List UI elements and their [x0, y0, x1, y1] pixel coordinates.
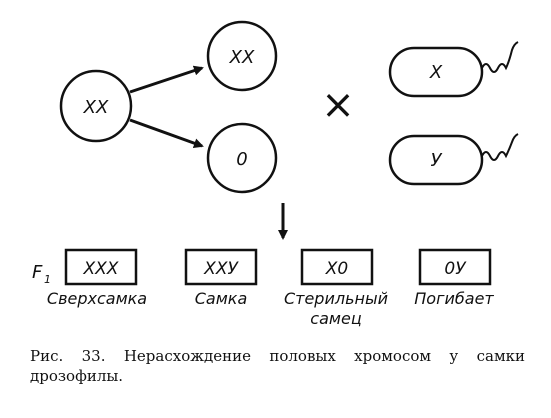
generation-label: F — [32, 262, 43, 283]
figure-caption: Рис. 33. Нерасхождение половых хромосом … — [30, 347, 525, 385]
cross-symbol: × — [321, 82, 355, 128]
offspring-label-xxy: Самка — [195, 289, 248, 308]
sperm-y-genotype: У — [431, 150, 443, 171]
offspring-box-x0 — [300, 248, 374, 286]
offspring-label-0y: Погибает — [414, 289, 494, 308]
offspring-box-0y — [418, 248, 492, 286]
sperm-y-tail — [481, 133, 519, 161]
diagram: XX XX 0 × X У F 1 XXX XXУ X0 0У Сверхсам… — [32, 20, 519, 328]
offspring-label-x0-line2: самец — [310, 309, 362, 328]
sperm-x-genotype: X — [429, 62, 443, 83]
female-parent-cell — [59, 69, 133, 143]
arrow-to-egg-xx — [129, 65, 204, 94]
offspring-label-x0-line1: Стерильный — [284, 289, 388, 308]
offspring-genotype-xxy: XXУ — [203, 259, 239, 279]
arrow-to-egg-0 — [129, 118, 204, 148]
offspring-box-xxx — [64, 248, 138, 286]
generation-subscript: 1 — [44, 273, 51, 286]
egg-0-genotype: 0 — [236, 149, 247, 170]
sperm-x-tail — [481, 41, 519, 73]
offspring-genotype-0y: 0У — [444, 259, 467, 279]
offspring-genotype-x0: X0 — [325, 259, 348, 279]
egg-0-cell — [206, 122, 278, 194]
offspring-box-xxy — [184, 248, 258, 286]
sperm-x-cell — [388, 46, 484, 98]
egg-xx-cell — [206, 20, 278, 92]
egg-xx-genotype: XX — [229, 47, 255, 68]
offspring-label-xxx: Сверхсамка — [47, 289, 147, 308]
offspring-genotype-xxx: XXX — [83, 259, 119, 279]
sperm-y-cell — [388, 134, 484, 186]
female-parent-genotype: XX — [83, 97, 109, 118]
